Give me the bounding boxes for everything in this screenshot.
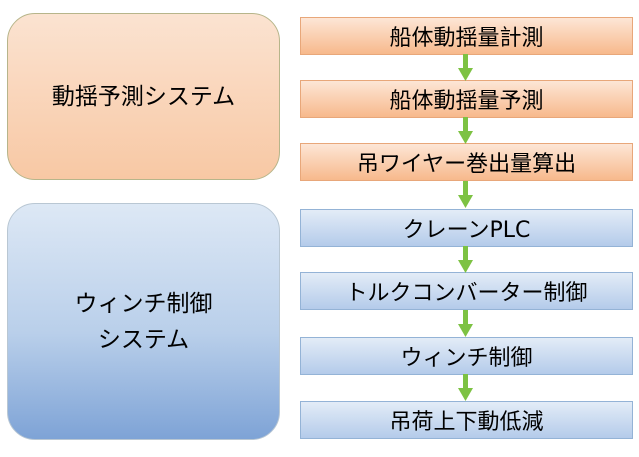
motion-prediction-system-box: 動揺予測システム [7,13,280,180]
step-hull-motion-prediction: 船体動揺量予測 [300,80,633,118]
motion-prediction-system-label: 動揺予測システム [51,83,236,110]
flow-arrow-down-icon [458,54,473,81]
flow-arrow-down-icon [458,310,473,337]
step-label: クレーンPLC [402,218,531,243]
step-wire-payout-calculation: 吊ワイヤー巻出量算出 [300,143,633,181]
step-torque-converter-control: トルクコンバーター制御 [300,272,633,310]
step-label: ウィンチ制御 [400,346,533,371]
flow-arrow-down-icon [458,374,473,401]
step-label: トルクコンバーター制御 [345,281,588,306]
step-hull-motion-measurement: 船体動揺量計測 [300,17,633,55]
step-winch-control: ウィンチ制御 [300,337,633,375]
winch-control-system-label: ウィンチ制御 システム [74,290,213,353]
winch-control-system-box: ウィンチ制御 システム [7,203,280,440]
step-label: 船体動揺量予測 [389,89,544,114]
flow-arrow-down-icon [458,181,473,208]
flow-arrow-down-icon [458,246,473,273]
step-load-heave-reduction: 吊荷上下動低減 [300,401,633,439]
step-label: 吊荷上下動低減 [389,410,544,435]
step-crane-plc: クレーンPLC [300,209,633,247]
flow-arrow-down-icon [458,117,473,144]
step-label: 吊ワイヤー巻出量算出 [356,152,577,177]
step-label: 船体動揺量計測 [389,26,544,51]
